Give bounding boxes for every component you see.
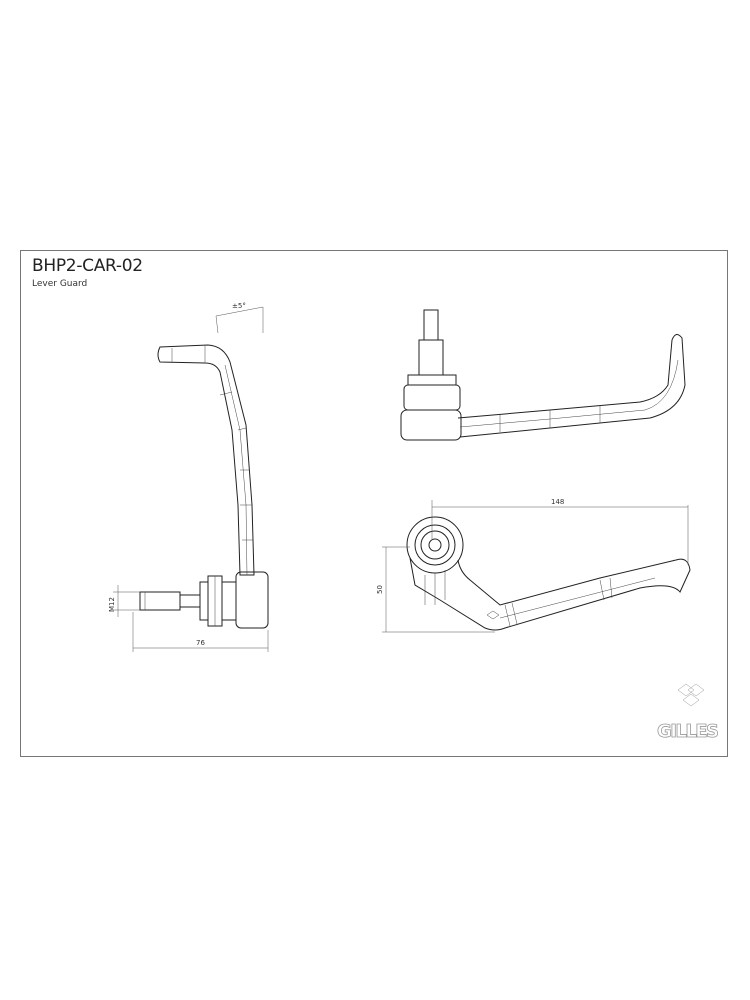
part-description: Lever Guard <box>32 279 88 289</box>
part-number: BHP2-CAR-02 <box>32 256 143 276</box>
length-dimension: 148 <box>551 498 564 506</box>
width-dimension: 76 <box>196 639 205 647</box>
angle-dimension: ±5° <box>232 302 246 310</box>
logo-text: GILLES <box>657 721 719 742</box>
side-view: ±5° 76 M12 <box>108 302 269 652</box>
gilles-logo: GILLES <box>657 683 719 742</box>
thread-dimension: M12 <box>108 597 116 612</box>
height-dimension: 50 <box>376 585 384 594</box>
drawing-frame <box>20 250 728 757</box>
top-view <box>400 309 686 441</box>
front-view: 148 50 <box>376 498 691 633</box>
